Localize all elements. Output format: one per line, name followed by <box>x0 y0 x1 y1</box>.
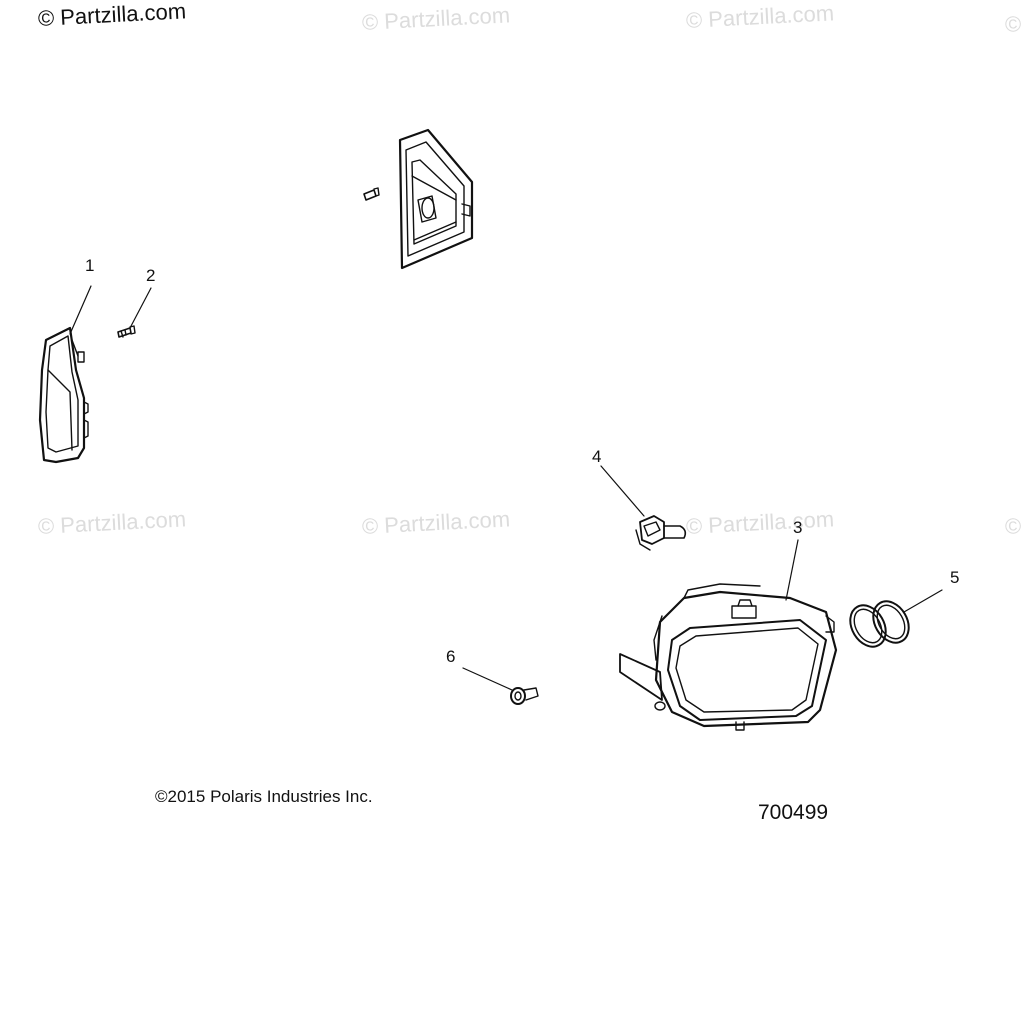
part-1-marker-lamp <box>38 326 89 464</box>
part-3-headlight <box>619 583 838 731</box>
leader-1 <box>69 285 92 335</box>
part-4-bulb <box>635 515 687 551</box>
leader-5 <box>903 589 943 613</box>
callout-1: 1 <box>85 256 95 275</box>
leader-lines <box>69 285 943 691</box>
leader-4 <box>600 465 645 517</box>
callout-5: 5 <box>950 568 960 587</box>
callout-4: 4 <box>592 447 602 466</box>
leader-3 <box>785 539 799 601</box>
leader-2 <box>129 287 152 329</box>
leader-6 <box>462 667 513 691</box>
part-5-o-rings <box>849 600 910 648</box>
upper-housing-screw <box>363 187 380 201</box>
part-2-screw <box>117 325 136 338</box>
part-6-fastener <box>510 687 539 705</box>
callout-3: 3 <box>793 518 803 537</box>
callout-2: 2 <box>146 266 156 285</box>
callout-6: 6 <box>446 647 456 666</box>
diagram-part-number: 700499 <box>758 801 829 824</box>
copyright-text: ©2015 Polaris Industries Inc. <box>155 787 373 806</box>
upper-lamp-housing <box>398 128 474 270</box>
